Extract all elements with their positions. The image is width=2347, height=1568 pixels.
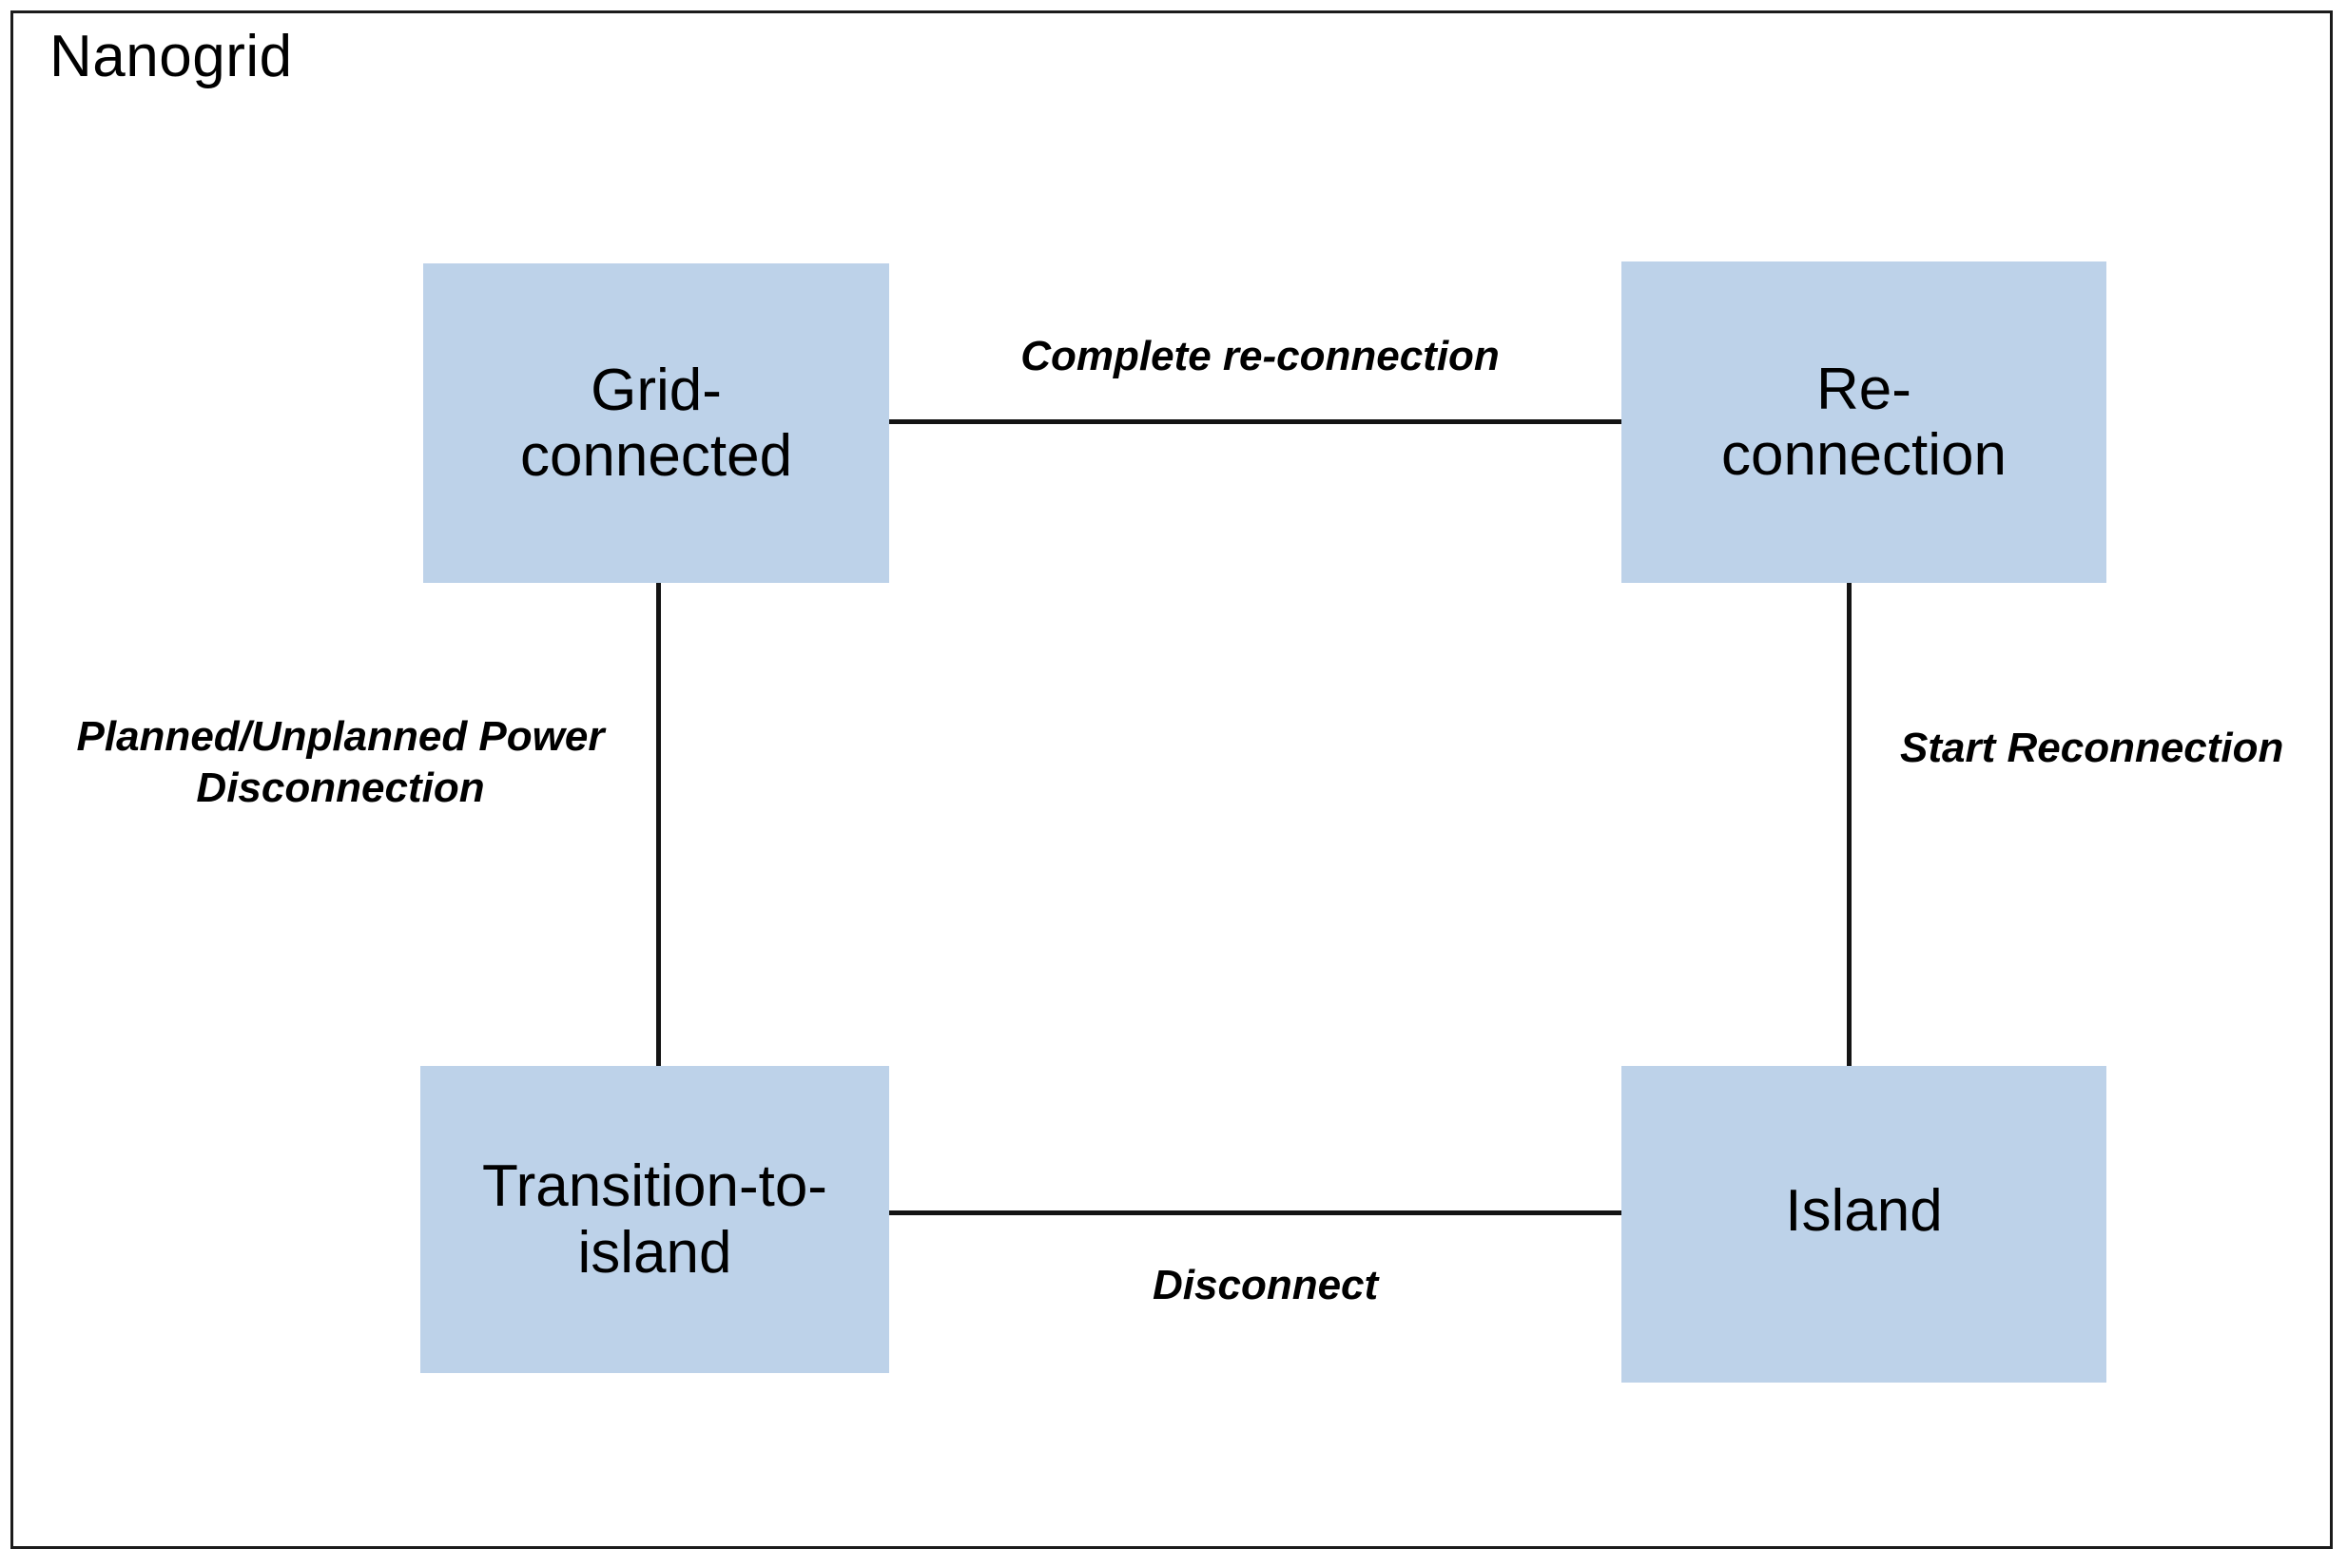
- state-node-label: Island: [1785, 1177, 1943, 1244]
- state-node-transition-to-island[interactable]: Transition-to- island: [420, 1066, 889, 1373]
- state-node-island[interactable]: Island: [1621, 1066, 2106, 1383]
- state-node-label: Re- connection: [1721, 356, 2007, 488]
- edge-label-complete-reconnection: Complete re-connection: [1020, 333, 1500, 379]
- state-node-reconnection[interactable]: Re- connection: [1621, 261, 2106, 583]
- state-node-grid-connected[interactable]: Grid- connected: [423, 263, 889, 583]
- edge-label-disconnect: Disconnect: [1153, 1262, 1379, 1308]
- page-title: Nanogrid: [49, 24, 293, 89]
- edge-label-power-disconnection: Planned/Unplanned Power Disconnection: [76, 713, 605, 811]
- edge-line-start-reconnection: [1847, 580, 1852, 1069]
- edge-line-complete-reconnection: [887, 419, 1623, 424]
- edge-label-start-reconnection: Start Reconnection: [1900, 725, 2284, 771]
- state-node-label: Transition-to- island: [482, 1153, 827, 1286]
- edge-line-power-disconnection: [656, 580, 661, 1069]
- edge-line-disconnect: [887, 1210, 1623, 1215]
- state-node-label: Grid- connected: [519, 357, 793, 489]
